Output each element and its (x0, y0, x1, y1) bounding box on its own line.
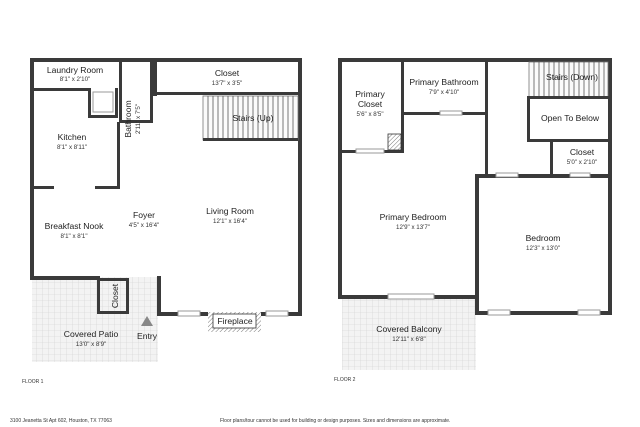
address-text: 3100 Jeanetta St Apt 602, Houston, TX 77… (10, 418, 112, 424)
closet-2-label: Closet (570, 147, 595, 157)
covered-patio-label: Covered Patio (64, 329, 119, 339)
covered-balcony-dim: 12'11" x 6'8" (392, 336, 425, 343)
stairs-down-label: Stairs (Down) (546, 72, 598, 82)
covered-balcony-area (342, 298, 476, 370)
foyer-dim: 4'5" x 16'4" (129, 222, 160, 229)
foyer-label: Foyer (133, 210, 155, 220)
stairs-down-graphic (528, 61, 609, 98)
disclaimer-text: Floor plans/tour cannot be used for buil… (220, 418, 450, 424)
bathroom-label: Bathroom (123, 100, 133, 137)
covered-patio-dim: 13'0" x 8'9" (76, 341, 107, 348)
small-closet-label: Closet (110, 283, 120, 308)
floor-2-label: FLOOR 2 (334, 377, 356, 383)
floor-1-label: FLOOR 1 (22, 379, 44, 385)
closet-2-dim: 5'0" x 2'10" (567, 159, 598, 166)
breakfast-nook-label: Breakfast Nook (45, 221, 104, 231)
entry-arrow-icon (141, 316, 153, 326)
primary-closet-label-line2: Closet (358, 99, 383, 109)
laundry-room-dim: 8'1" x 2'10" (60, 76, 91, 83)
primary-closet-label-line1: Primary (355, 89, 385, 99)
primary-bathroom-label: Primary Bathroom (409, 77, 478, 87)
bedroom-label: Bedroom (526, 233, 561, 243)
breakfast-nook-dim: 8'1" x 8'1" (60, 233, 87, 240)
primary-bathroom-dim: 7'9" x 4'10" (429, 89, 460, 96)
entry-label: Entry (137, 331, 158, 341)
primary-bedroom-label: Primary Bedroom (380, 212, 447, 222)
open-to-below-label: Open To Below (541, 113, 600, 123)
covered-balcony-label: Covered Balcony (376, 324, 442, 334)
closet-top-label: Closet (215, 68, 240, 78)
closet-top-dim: 13'7" x 3'5" (212, 80, 243, 87)
kitchen-dim: 8'1" x 8'11" (57, 144, 87, 151)
floor-1-plan (30, 58, 302, 362)
stairs-up-graphic (202, 95, 299, 141)
covered-patio-area (32, 277, 158, 362)
bathroom-dim: 2'11" x 7'5" (135, 104, 142, 134)
living-room-dim: 12'1" x 16'4" (213, 218, 247, 225)
floor-2-plan (338, 58, 612, 370)
bedroom-dim: 12'3" x 13'0" (526, 245, 560, 252)
laundry-room-label: Laundry Room (47, 65, 103, 75)
living-room-label: Living Room (206, 206, 254, 216)
fireplace-label: Fireplace (217, 316, 253, 326)
kitchen-label: Kitchen (58, 132, 87, 142)
primary-bedroom-dim: 12'9" x 13'7" (396, 224, 430, 231)
stairs-up-label: Stairs (Up) (232, 113, 273, 123)
primary-closet-dim: 5'6" x 8'5" (356, 111, 383, 118)
